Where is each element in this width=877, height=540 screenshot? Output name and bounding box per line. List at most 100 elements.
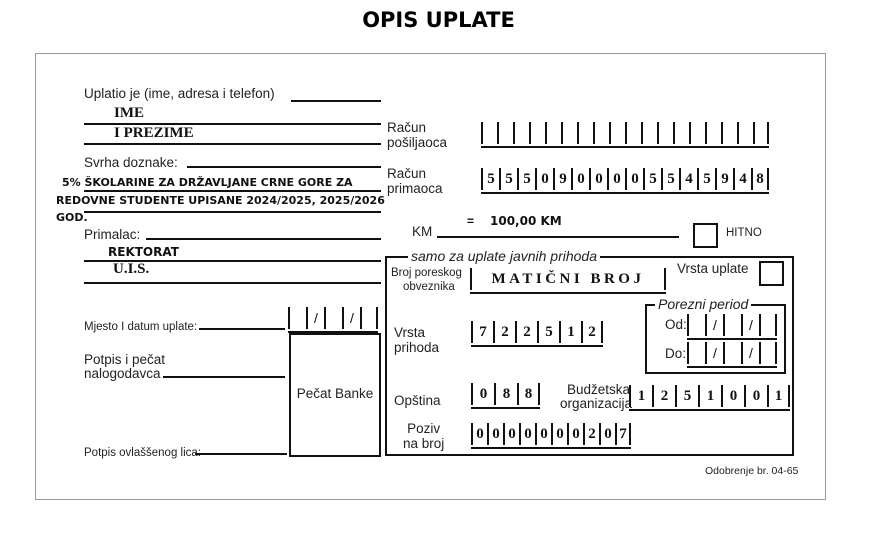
- svrha-line-0: [187, 166, 381, 168]
- racun-posiljaoca-digit: [721, 122, 737, 144]
- iznos-equals: =: [467, 214, 475, 228]
- svrha-value-1[interactable]: 5% ŠKOLARINE ZA DRŽAVLJANE CRNE GORE ZA: [62, 176, 353, 189]
- racun-posiljaoca-digit: [561, 122, 577, 144]
- km-label: KM: [412, 224, 433, 239]
- racun-primaoca-label-1: Račun: [387, 166, 427, 181]
- opstina-label: Opština: [394, 393, 441, 408]
- poziv-digit: 0: [471, 423, 487, 445]
- primalac-label: Primalac:: [84, 227, 141, 242]
- od-date-slot: [687, 314, 705, 336]
- do-date-cells[interactable]: //: [687, 342, 777, 368]
- racun-posiljaoca-cells[interactable]: [481, 122, 769, 148]
- uplatio-value-1[interactable]: IME: [114, 105, 144, 121]
- hitno-checkbox[interactable]: [693, 223, 718, 248]
- budzetska-label-1: Budžetska: [567, 382, 631, 397]
- od-date-separator: /: [741, 314, 759, 336]
- datum-uplate-slot: [288, 307, 306, 329]
- budzetska-label: Budžetska organizacija: [560, 383, 632, 411]
- do-date-slot: [687, 342, 705, 364]
- do-date-slot: [759, 342, 777, 364]
- od-date-slot: [723, 314, 741, 336]
- racun-posiljaoca-digit: [497, 122, 513, 144]
- racun-posiljaoca-digit: [705, 122, 721, 144]
- do-label: Do:: [665, 346, 687, 361]
- poziv-digit: 0: [503, 423, 519, 445]
- poreski-obveznik-cells[interactable]: MATIČNI BROJ: [470, 268, 666, 294]
- mjesto-datum-label: Mjesto I datum uplate:: [84, 321, 198, 333]
- potpis-ovlascenog-label: Potpis ovlaššenog lica:: [84, 447, 201, 459]
- svrha-line-2: [84, 211, 381, 213]
- racun-posiljaoca-digit: [641, 122, 657, 144]
- budzetska-digit: 1: [767, 385, 790, 407]
- do-date-slot: [723, 342, 741, 364]
- racun-primaoca-digit: 8: [751, 168, 769, 190]
- racun-primaoca-digit: 0: [625, 168, 643, 190]
- budzetska-digit: 1: [629, 385, 652, 407]
- racun-primaoca-digit: 4: [733, 168, 751, 190]
- iznos-value[interactable]: 100,00 KM: [490, 214, 562, 228]
- od-date-cells[interactable]: //: [687, 314, 777, 340]
- poziv-digit: 0: [519, 423, 535, 445]
- racun-posiljaoca-digit: [689, 122, 705, 144]
- racun-posiljaoca-label: Račun pošiljaoca: [387, 120, 447, 150]
- racun-primaoca-label: Račun primaoca: [387, 166, 443, 196]
- poziv-label-1: Poziv: [407, 421, 441, 436]
- racun-primaoca-digit: 5: [499, 168, 517, 190]
- vrsta-uplate-box[interactable]: [759, 261, 784, 286]
- racun-posiljaoca-digit: [625, 122, 641, 144]
- poziv-digit: 0: [599, 423, 615, 445]
- vrsta-prihoda-digit: 7: [471, 321, 493, 343]
- racun-posiljaoca-digit: [753, 122, 769, 144]
- uplatio-value-2[interactable]: I PREZIME: [114, 125, 194, 141]
- uplatio-line-1: [84, 123, 381, 125]
- racun-posiljaoca-digit: [513, 122, 529, 144]
- vrsta-uplate-label: Vrsta uplate: [677, 261, 749, 276]
- iznos-line: [437, 236, 679, 238]
- datum-uplate-cells[interactable]: //: [288, 307, 378, 333]
- svrha-value-3[interactable]: GOD.: [56, 211, 88, 224]
- racun-posiljaoca-digit: [545, 122, 561, 144]
- vrsta-prihoda-label-1: Vrsta: [394, 325, 426, 340]
- porezni-period-label: Porezni period: [655, 296, 752, 312]
- datum-uplate-slot: [324, 307, 342, 329]
- potpis-pecat-label-2: nalogodavca: [84, 366, 161, 381]
- hitno-label: HITNO: [726, 227, 762, 239]
- racun-primaoca-digit: 0: [589, 168, 607, 190]
- primalac-value-2[interactable]: U.I.S.: [113, 261, 150, 277]
- opstina-digit: 8: [517, 383, 540, 405]
- page-title: OPIS UPLATE: [362, 8, 515, 32]
- poziv-digit: 7: [615, 423, 631, 445]
- budzetska-digit: 2: [652, 385, 675, 407]
- opstina-digit: 0: [471, 383, 494, 405]
- racun-primaoca-digit: 4: [679, 168, 697, 190]
- budzetska-digit: 0: [721, 385, 744, 407]
- potpis-pecat-label: Potpis i pečat nalogodavca: [84, 353, 165, 381]
- vrsta-prihoda-digit: 1: [559, 321, 581, 343]
- primalac-line-1: [84, 260, 381, 262]
- od-label: Od:: [665, 317, 687, 332]
- racun-primaoca-digit: 5: [643, 168, 661, 190]
- budzetska-digit: 5: [675, 385, 698, 407]
- do-date-separator: /: [705, 342, 723, 364]
- svrha-label: Svrha doznake:: [84, 155, 178, 170]
- do-date-separator: /: [741, 342, 759, 364]
- racun-posiljaoca-digit: [657, 122, 673, 144]
- potpis-pecat-label-1: Potpis i pečat: [84, 352, 166, 367]
- budzetska-label-2: organizacija: [560, 396, 633, 411]
- uplatio-label: Uplatio je (ime, adresa i telefon): [84, 86, 275, 101]
- svrha-value-2[interactable]: REDOVNE STUDENTE UPISANE 2024/2025, 2025…: [56, 194, 385, 207]
- racun-posiljaoca-digit: [529, 122, 545, 144]
- vrsta-prihoda-digit: 5: [537, 321, 559, 343]
- primalac-line-2: [84, 282, 381, 284]
- racun-posiljaoca-digit: [593, 122, 609, 144]
- primalac-value-1[interactable]: REKTORAT: [108, 245, 179, 259]
- racun-primaoca-label-2: primaoca: [387, 181, 443, 196]
- budzetska-digit: 0: [744, 385, 767, 407]
- vrsta-prihoda-digit: 2: [515, 321, 537, 343]
- od-date-slot: [759, 314, 777, 336]
